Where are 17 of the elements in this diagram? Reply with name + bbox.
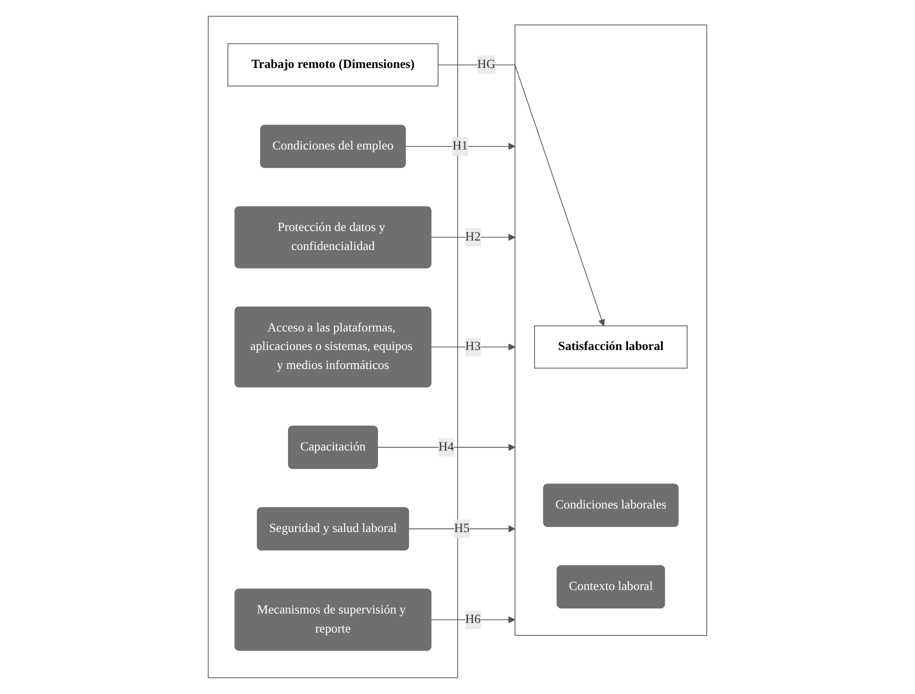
edge-label: H2 <box>465 230 481 244</box>
arrow <box>438 64 605 326</box>
arrow <box>430 616 516 624</box>
node-box: Trabajo remoto (Dimensiones) <box>227 43 438 86</box>
arrow <box>404 142 516 150</box>
edge-label: H5 <box>454 522 470 536</box>
cluster <box>514 24 708 636</box>
edge-label: H6 <box>465 612 481 626</box>
arrow <box>377 444 516 451</box>
arrow <box>408 525 516 532</box>
arrow <box>430 234 516 241</box>
edge-label: H1 <box>452 139 468 153</box>
edge-label: H4 <box>438 440 454 454</box>
node-box: Satisfacción laboral <box>534 325 688 369</box>
arrow <box>430 344 516 350</box>
edge-label: H3 <box>465 340 481 354</box>
edge-label: HG <box>477 58 496 72</box>
